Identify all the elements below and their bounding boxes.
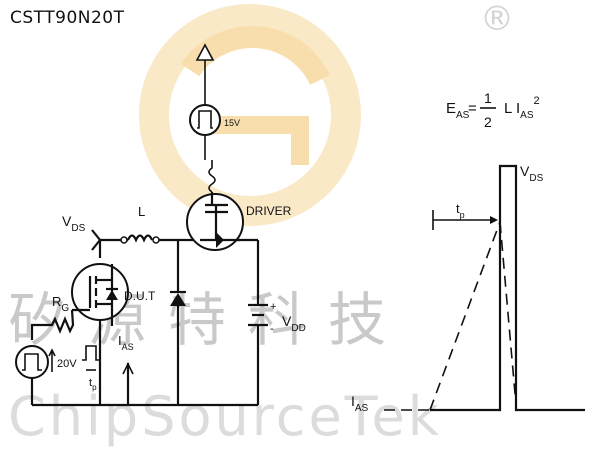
gate-pulse-source [15,345,49,405]
dut-mosfet [71,240,129,405]
waveform-ias-label: IAS [351,393,369,414]
gate-tp-label: tp [89,377,97,392]
driver-pulse-source [189,43,221,160]
vdd-plus: + [270,301,276,313]
ias-ramp-up [429,221,501,411]
part-number-title: CSTT90N20T [10,8,125,28]
gate-voltage-label: 20V [57,358,77,370]
vdd-label: VDD [282,313,306,334]
vds-input-arrow [91,229,102,251]
registered-mark: ® [480,0,514,39]
watermark-english: ChipSourceTek [8,385,442,448]
driver-supply-label: 15V [224,118,240,128]
formula-numerator: 1 [484,90,492,106]
watermark-logo [139,4,361,226]
watermark-chinese: 矽源特科技 [8,286,408,354]
inductor-label: L [138,204,145,219]
freewheel-diode [170,240,186,405]
tp-arrow-head [490,216,498,224]
ias-ramp-down [499,221,517,406]
waveform-vds-label: VDS [520,163,544,184]
test-circuit: VDS L DRIVER [15,43,306,407]
vdd-minus: - [270,323,274,335]
gate-voltage-marker [48,348,56,372]
watermark: ® 矽源特科技 ChipSourceTek [8,0,514,448]
driver-mosfet [186,192,244,251]
formula-l: L [504,100,512,117]
waveform-tp-label: tp [456,201,465,220]
gate-pulse-width [82,345,100,371]
formula-eas: EAS [446,100,470,121]
gate-resistor [30,309,75,340]
driver-gate-lead [208,160,216,193]
ias-current-marker [122,362,134,405]
formula-denominator: 2 [484,114,492,130]
avalanche-waveform: EAS = 1 2 L IAS2 VDS tp IAS [351,90,585,414]
gate-resistor-label: RG [52,294,69,314]
formula-ias: IAS2 [516,95,540,121]
formula-equals: = [468,100,477,117]
vds-label: VDS [62,213,86,234]
dut-label: D.U.T [124,289,156,303]
inductor [120,234,160,244]
ias-label: IAS [118,333,134,352]
vds-pulse-trace [430,164,585,412]
vdd-battery [248,303,268,405]
driver-label: DRIVER [246,204,292,218]
